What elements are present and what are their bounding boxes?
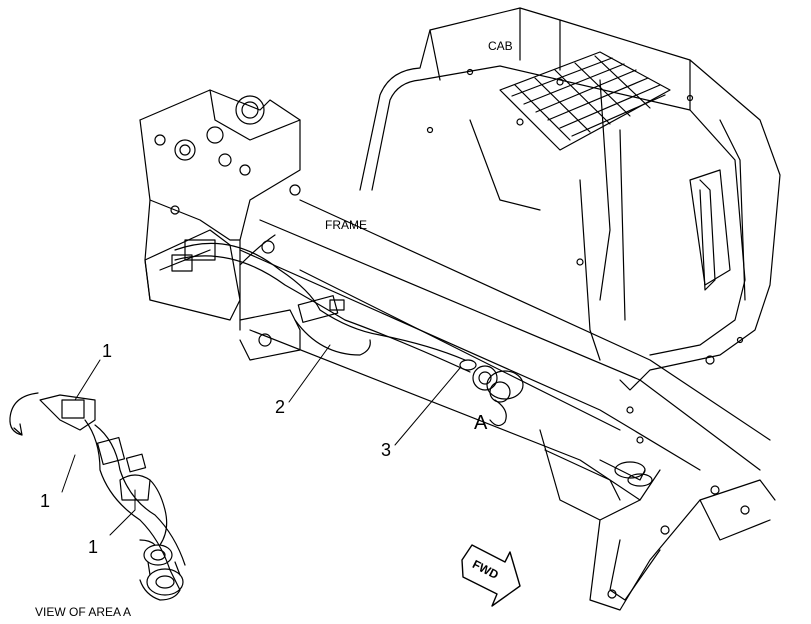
frame-label: FRAME — [325, 218, 367, 232]
callout-2: 2 — [275, 397, 286, 417]
detail-view-a — [9, 392, 186, 601]
callout-3: 3 — [381, 440, 392, 460]
area-a-marker: A — [474, 412, 488, 434]
cab-label: CAB — [488, 39, 513, 53]
wiring-harness — [171, 234, 524, 427]
view-caption: VIEW OF AREA A — [35, 605, 132, 619]
callout-1: 1 — [40, 491, 51, 511]
callout-1: 1 — [102, 341, 113, 361]
cab-frame — [359, 7, 781, 391]
main-frame — [139, 89, 776, 611]
callout-1: 1 — [88, 537, 99, 557]
forward-arrow-icon — [461, 544, 521, 607]
leader-lines — [61, 344, 461, 536]
